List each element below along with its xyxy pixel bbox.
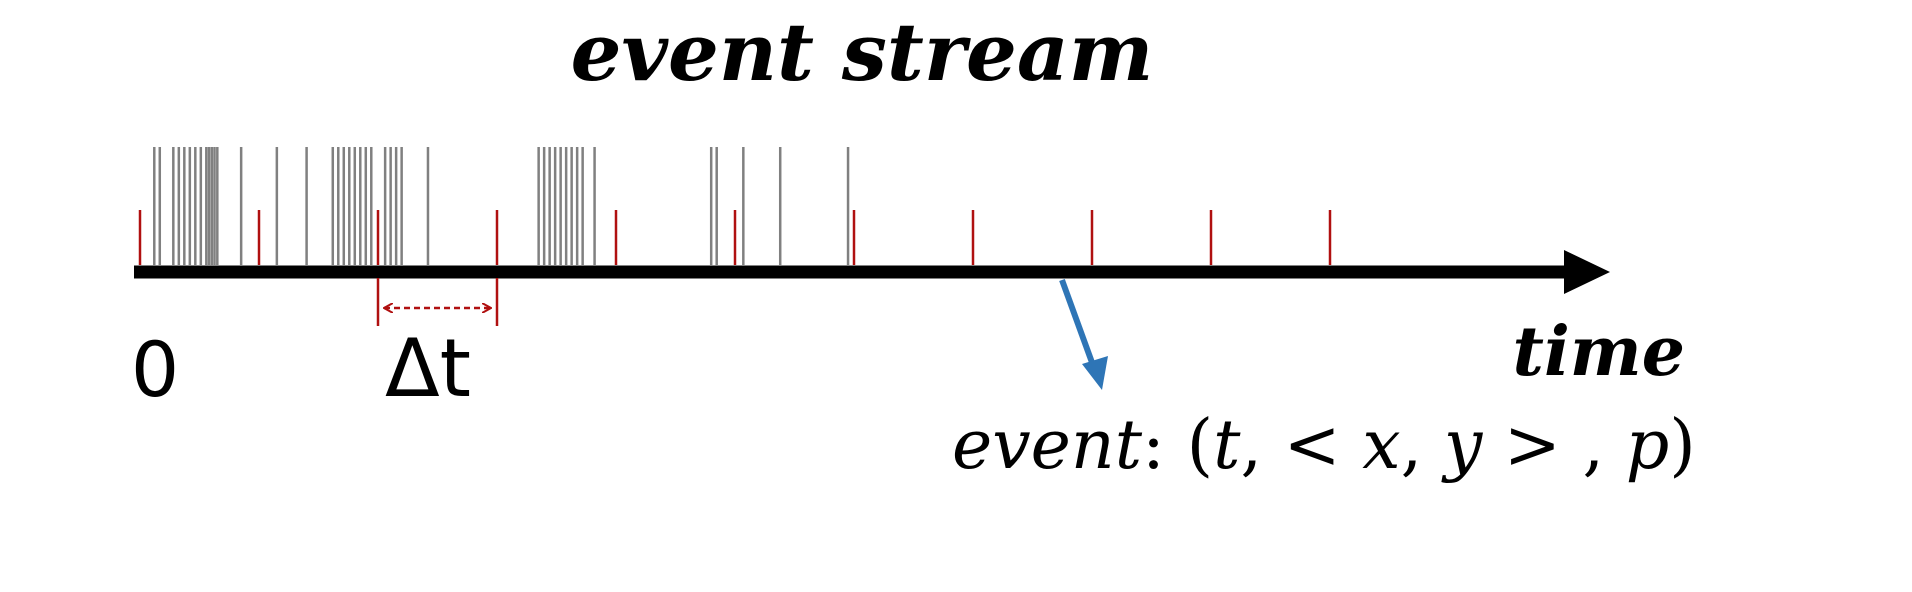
- tuple-x: x: [1362, 406, 1400, 485]
- event-colon: :: [1142, 406, 1165, 485]
- event-ticks: [153, 147, 850, 265]
- tuple-separator-1: , <: [1240, 406, 1362, 485]
- diagram-title: event stream: [571, 5, 1154, 99]
- event-pointer-arrowhead: [1082, 356, 1108, 390]
- tuple-open: (: [1165, 406, 1213, 485]
- time-axis-arrowhead: [1564, 250, 1610, 294]
- interval-label: Δt: [385, 322, 471, 415]
- tuple-p: p: [1626, 406, 1670, 485]
- tuple-close: ): [1669, 406, 1696, 485]
- tuple-y: y: [1441, 406, 1484, 485]
- axis-origin-label: 0: [131, 325, 179, 414]
- event-pointer-arrow: [1059, 278, 1097, 370]
- interval-ticks: [138, 210, 1332, 265]
- event-tuple-formula: event: (t, < x, y > , p): [952, 406, 1696, 485]
- event-word: event: [952, 406, 1143, 485]
- tuple-t: t: [1213, 406, 1241, 485]
- time-axis-label: time: [1513, 312, 1685, 392]
- tuple-separator-2: ,: [1401, 406, 1444, 485]
- tuple-separator-3: > ,: [1482, 406, 1625, 485]
